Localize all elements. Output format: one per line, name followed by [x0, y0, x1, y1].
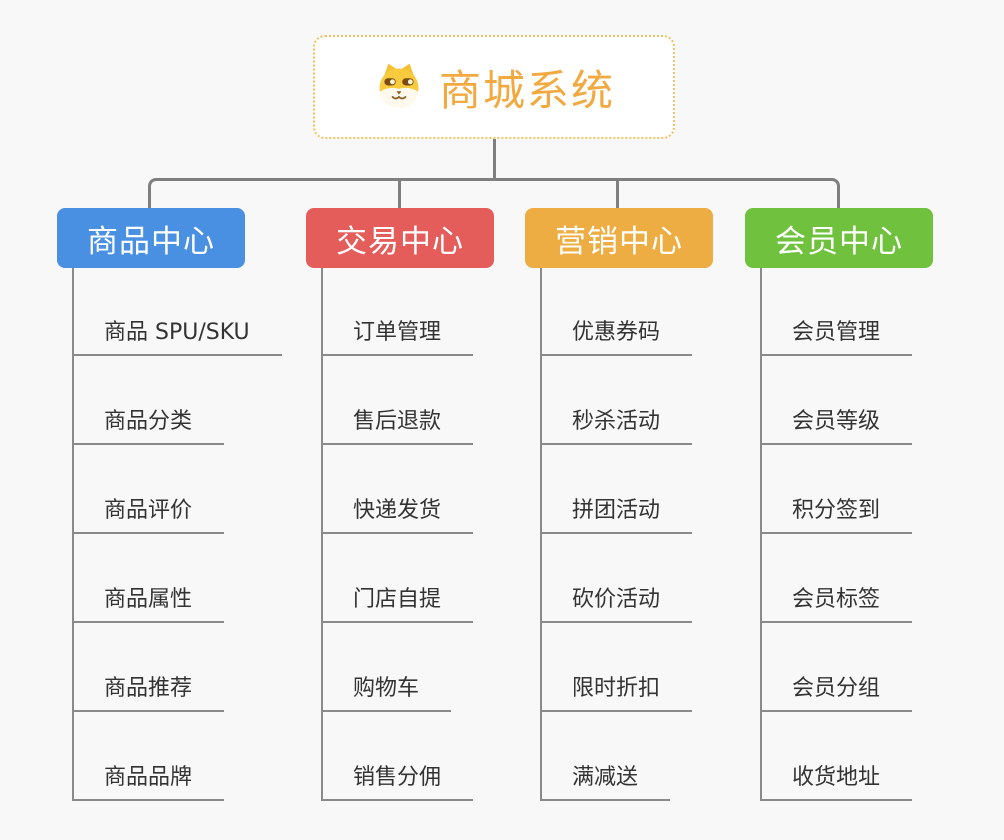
leaf-topic[interactable]: 商品品牌 — [72, 763, 225, 801]
leaf-topic[interactable]: 积分签到 — [760, 496, 913, 534]
branch-node-member-center[interactable]: 会员中心 — [745, 208, 933, 268]
connector-drop-branch-3 — [616, 179, 619, 208]
dog-face-icon — [373, 61, 425, 114]
leaf-topic[interactable]: 限时折扣 — [540, 674, 693, 712]
leaf-topic[interactable]: 商品 SPU/SKU — [72, 318, 282, 356]
leaf-topic[interactable]: 拼团活动 — [540, 496, 693, 534]
branch-line-trade-center — [321, 268, 323, 801]
leaf-topic[interactable]: 门店自提 — [321, 585, 474, 623]
leaf-topic[interactable]: 商品推荐 — [72, 674, 225, 712]
root-node[interactable]: 商城系统 — [313, 35, 675, 139]
leaf-topic[interactable]: 快递发货 — [321, 496, 474, 534]
leaf-topic[interactable]: 购物车 — [321, 674, 452, 712]
leaf-topic[interactable]: 会员标签 — [760, 585, 913, 623]
leaf-topic[interactable]: 售后退款 — [321, 407, 474, 445]
connector-root-stem — [493, 139, 496, 181]
leaf-topic[interactable]: 收货地址 — [760, 763, 913, 801]
leaf-topic[interactable]: 会员分组 — [760, 674, 913, 712]
leaf-topic[interactable]: 砍价活动 — [540, 585, 693, 623]
leaf-topic[interactable]: 会员等级 — [760, 407, 913, 445]
branch-line-member-center — [760, 268, 762, 801]
branch-node-trade-center[interactable]: 交易中心 — [306, 208, 494, 268]
branch-line-product-center — [72, 268, 74, 801]
leaf-topic[interactable]: 销售分佣 — [321, 763, 474, 801]
leaf-topic[interactable]: 秒杀活动 — [540, 407, 693, 445]
leaf-topic[interactable]: 商品分类 — [72, 407, 225, 445]
leaf-topic[interactable]: 优惠券码 — [540, 318, 693, 356]
leaf-topic[interactable]: 商品属性 — [72, 585, 225, 623]
branch-node-marketing-center[interactable]: 营销中心 — [525, 208, 713, 268]
connector-elbow-left — [148, 178, 493, 208]
leaf-topic[interactable]: 满减送 — [540, 763, 671, 801]
root-label: 商城系统 — [438, 65, 615, 115]
connector-drop-branch-2 — [398, 179, 401, 208]
connector-elbow-right — [494, 178, 840, 208]
leaf-topic[interactable]: 商品评价 — [72, 496, 225, 534]
branch-line-marketing-center — [540, 268, 542, 801]
branch-node-product-center[interactable]: 商品中心 — [57, 208, 245, 268]
leaf-topic[interactable]: 订单管理 — [321, 318, 474, 356]
leaf-topic[interactable]: 会员管理 — [760, 318, 913, 356]
